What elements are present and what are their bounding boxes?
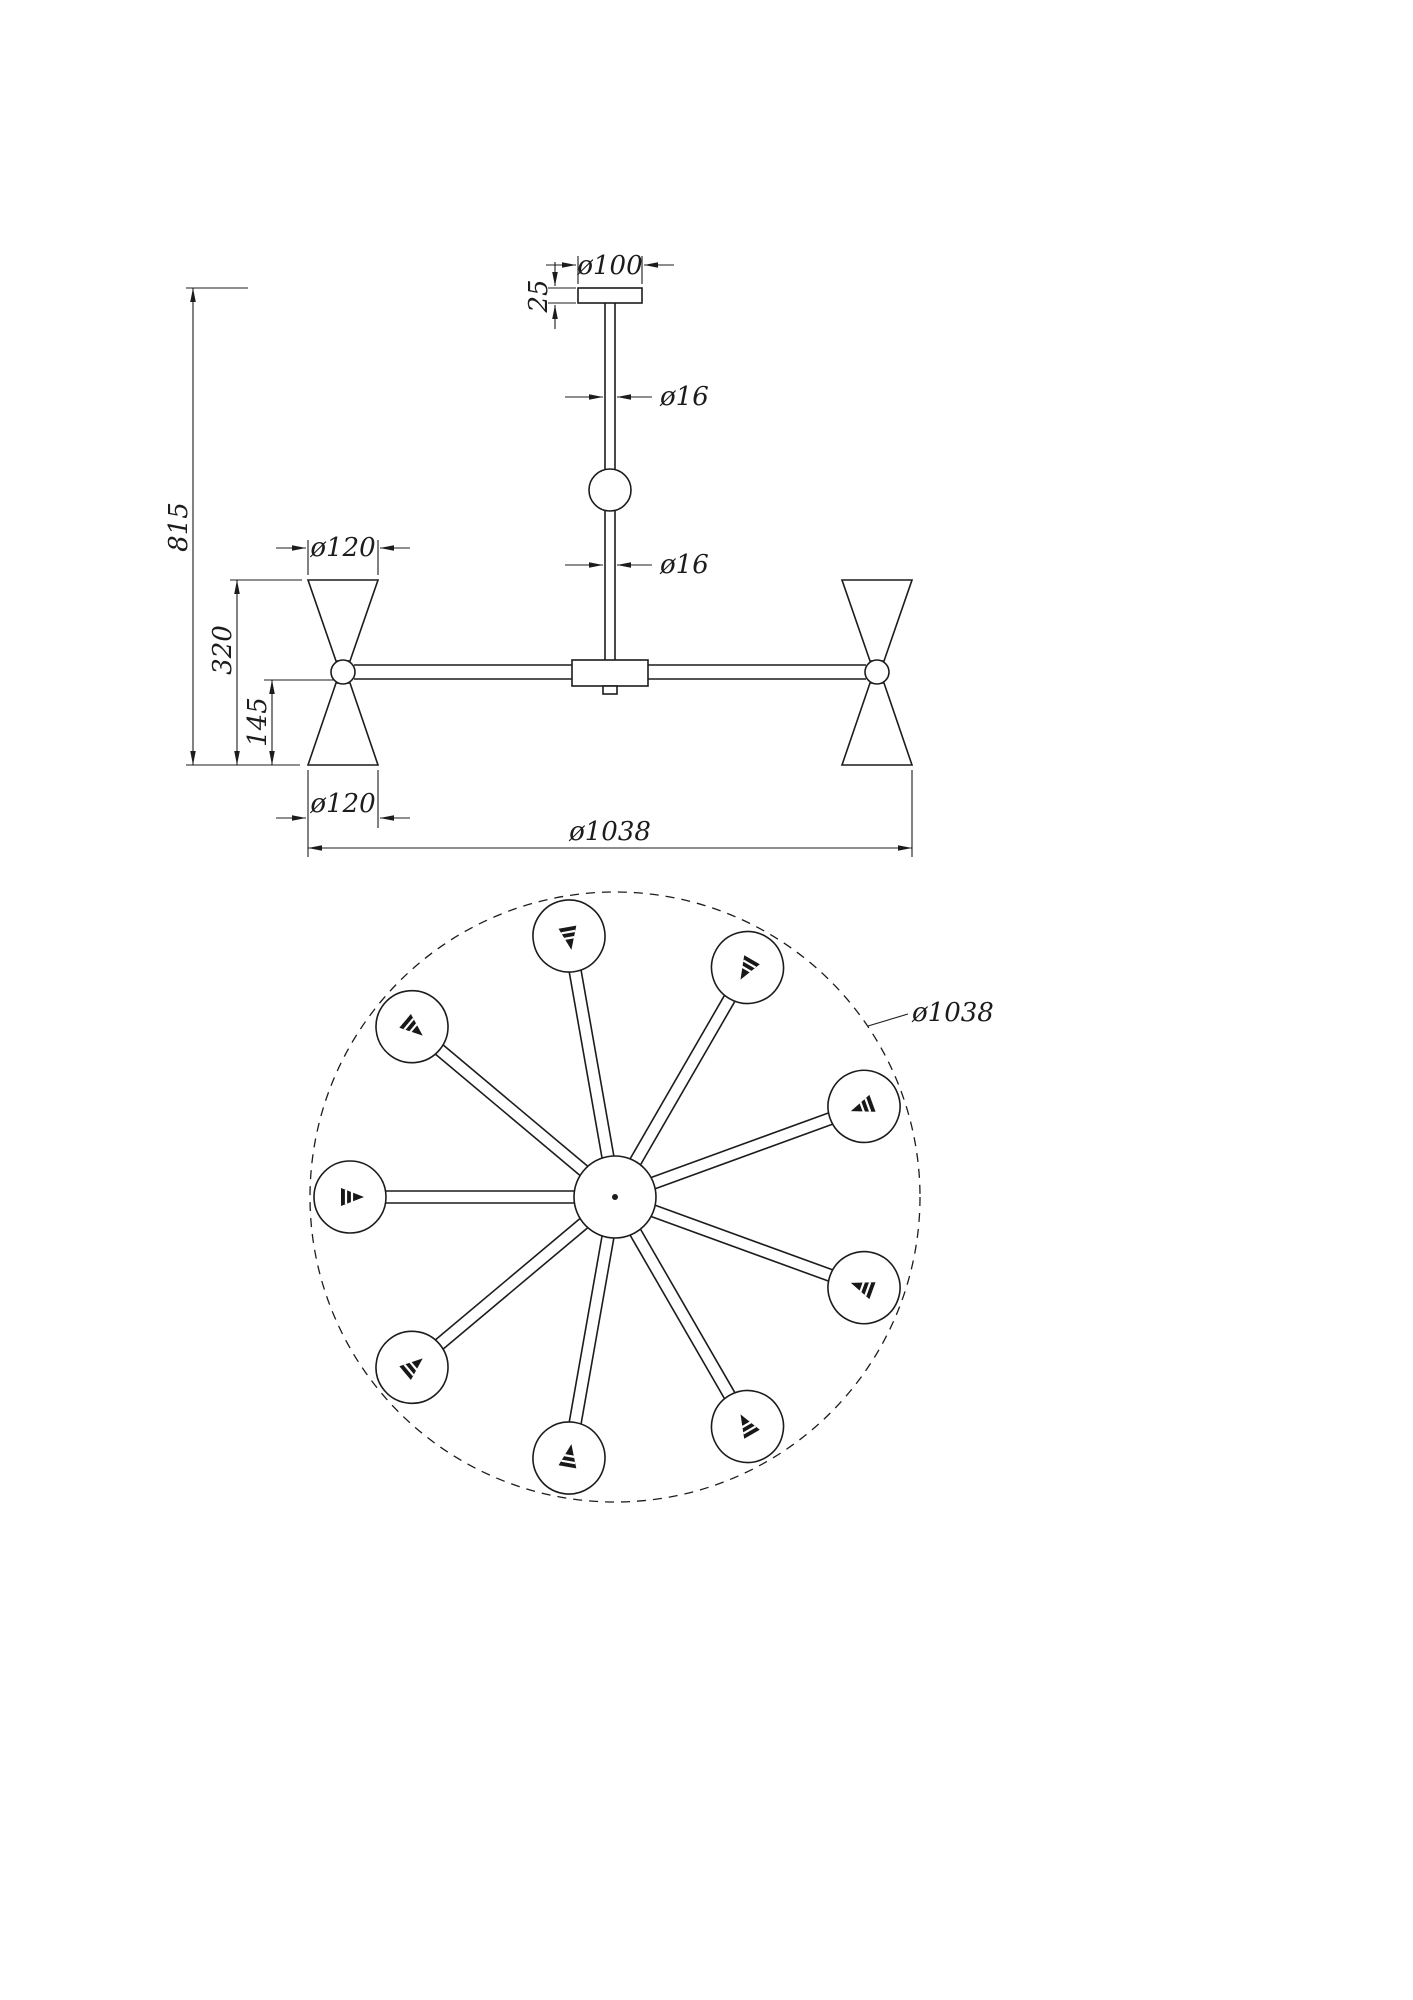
plan-view: ø1038 xyxy=(309,891,994,1503)
right-shade-ball xyxy=(864,659,890,685)
ceiling-canopy xyxy=(577,287,643,304)
dim-label-canopy-height: 25 xyxy=(524,279,554,313)
dim-shade-top-diameter: ø120 xyxy=(276,533,410,575)
stem-ball xyxy=(588,468,632,512)
plan-arm xyxy=(313,1160,574,1234)
plan-arm xyxy=(629,1229,785,1464)
left-shade-ball xyxy=(330,659,356,685)
plan-outline-dashed-circle xyxy=(309,891,921,1503)
dim-stem-diameter-upper: ø16 xyxy=(565,382,709,412)
fixture-elevation xyxy=(306,287,914,766)
plan-arm xyxy=(629,930,785,1165)
dim-overall-diameter: ø1038 xyxy=(308,770,913,857)
plan-arm xyxy=(375,989,588,1176)
plan-arm xyxy=(532,899,615,1158)
dim-overall-height: 815 xyxy=(164,287,300,766)
hub-stub xyxy=(602,685,618,695)
dim-shade-assembly-height: 320 xyxy=(208,579,302,765)
elevation-view: ø100 25 ø16 ø16 815 xyxy=(164,251,914,857)
right-shade-upper-cone xyxy=(840,579,914,662)
left-shade-upper-cone xyxy=(306,579,380,662)
dim-label-overall-diameter: ø1038 xyxy=(568,817,651,847)
dim-label-stem-diameter-upper: ø16 xyxy=(659,382,709,412)
plan-dim-overall-diameter: ø1038 xyxy=(867,998,994,1028)
plan-hub-center-dot xyxy=(612,1194,618,1200)
dim-label-overall-height: 815 xyxy=(164,502,194,552)
plan-arm xyxy=(651,1069,901,1190)
right-shade-lower-cone xyxy=(840,682,914,766)
left-shade-lower-cone xyxy=(306,682,380,766)
dim-shade-bottom-diameter: ø120 xyxy=(276,770,410,857)
dim-label-shade-bottom-diameter: ø120 xyxy=(309,789,375,819)
dim-stem-diameter-lower: ø16 xyxy=(565,550,709,580)
plan-arms xyxy=(313,899,901,1495)
dim-label-stem-diameter-lower: ø16 xyxy=(659,550,709,580)
lamp-glyph xyxy=(399,1358,423,1381)
plan-dim-label-overall-diameter: ø1038 xyxy=(911,998,994,1028)
plan-arm xyxy=(651,1204,901,1325)
dim-label-shade-assembly-height: 320 xyxy=(208,625,238,675)
dim-canopy-diameter: ø100 xyxy=(546,251,674,284)
dim-label-shade-top-diameter: ø120 xyxy=(309,533,375,563)
dim-shade-lower-height: 145 xyxy=(243,679,334,765)
plan-arm xyxy=(375,1218,588,1405)
dim-label-canopy-diameter: ø100 xyxy=(576,251,642,281)
dim-canopy-height: 25 xyxy=(524,262,576,329)
plan-arm xyxy=(532,1236,615,1495)
dim-label-shade-lower-height: 145 xyxy=(243,697,273,747)
central-hub xyxy=(571,659,649,687)
lamp-glyph xyxy=(399,1013,423,1036)
